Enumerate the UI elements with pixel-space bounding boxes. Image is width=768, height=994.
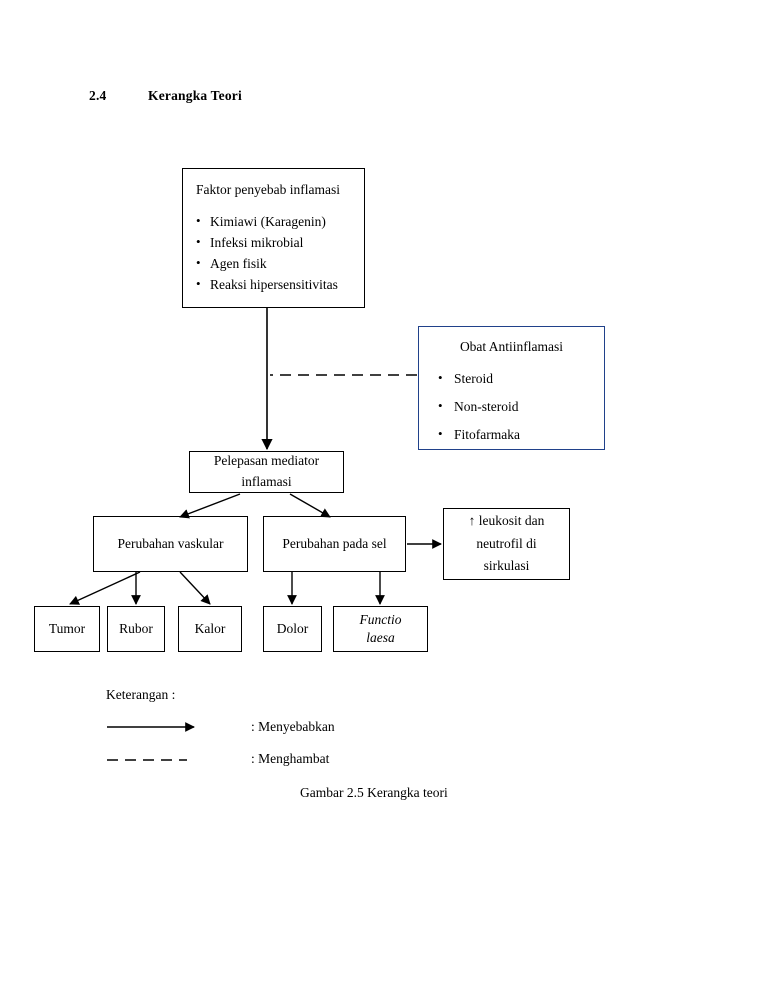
figure-caption: Gambar 2.5 Kerangka teori	[300, 785, 448, 800]
box-leuko-line3: sirkulasi	[483, 558, 530, 574]
list-item: Steroid	[438, 368, 604, 390]
list-item: Infeksi mikrobial	[196, 232, 364, 254]
box-vascular-label: Perubahan vaskular	[117, 535, 224, 551]
box-tumor: Tumor	[34, 606, 100, 652]
arrow-vascular-to-kalor	[179, 571, 211, 605]
legend-title: Keterangan :	[106, 687, 176, 702]
box-causes-title: Faktor penyebab inflamasi	[196, 182, 340, 197]
box-drugs-title: Obat Antiinflamasi	[459, 339, 564, 354]
box-kalor-label: Kalor	[194, 620, 226, 636]
box-causes-list: Kimiawi (Karagenin) Infeksi mikrobial Ag…	[196, 211, 364, 296]
legend-solid-meaning: : Menyebabkan	[251, 719, 335, 734]
box-leuko-text: ↑ leukosit dan neutrofil di sirkulasi	[469, 510, 545, 579]
box-kalor: Kalor	[178, 606, 242, 652]
box-tumor-label: Tumor	[48, 620, 86, 636]
box-pelepasan-mediator-inflamasi: Pelepasan mediator inflamasi	[189, 451, 344, 493]
box-leuko-line2: neutrofil di	[476, 535, 537, 551]
arrow-mediator-to-cell	[289, 493, 331, 518]
box-leukosit-neutrofil-sirkulasi: ↑ leukosit dan neutrofil di sirkulasi	[443, 508, 570, 580]
box-cell-label: Perubahan pada sel	[282, 535, 387, 551]
section-title: Kerangka Teori	[148, 88, 242, 103]
list-item: Reaksi hipersensitivitas	[196, 274, 364, 296]
box-obat-antiinflamasi: Obat Antiinflamasi Steroid Non-steroid F…	[418, 326, 605, 450]
box-leuko-line1: ↑ leukosit dan	[468, 512, 545, 528]
list-item: Non-steroid	[438, 396, 604, 418]
box-functio-text: Functio laesa	[360, 611, 402, 646]
box-perubahan-vaskular: Perubahan vaskular	[93, 516, 248, 572]
box-functio-line1: Functio	[359, 612, 402, 628]
box-functio-line2: laesa	[366, 630, 395, 645]
box-mediator-line1: Pelepasan mediator	[213, 453, 320, 469]
box-functio-laesa: Functio laesa	[333, 606, 428, 652]
box-dolor: Dolor	[263, 606, 322, 652]
arrow-mediator-to-vascular	[179, 493, 241, 519]
box-dolor-label: Dolor	[276, 620, 309, 636]
box-faktor-penyebab-inflamasi: Faktor penyebab inflamasi Kimiawi (Karag…	[182, 168, 365, 308]
box-drugs-list: Steroid Non-steroid Fitofarmaka	[419, 368, 604, 446]
box-rubor-label: Rubor	[119, 620, 153, 636]
box-rubor: Rubor	[107, 606, 165, 652]
box-mediator-text: Pelepasan mediator inflamasi	[214, 451, 319, 493]
legend-dashed-meaning: : Menghambat	[251, 751, 330, 766]
list-item: Fitofarmaka	[438, 424, 604, 446]
section-number: 2.4	[89, 88, 107, 103]
box-perubahan-pada-sel: Perubahan pada sel	[263, 516, 406, 572]
arrow-vascular-to-tumor	[69, 571, 141, 605]
list-item: Agen fisik	[196, 253, 364, 275]
section-heading: 2.4 Kerangka Teori	[89, 88, 242, 104]
list-item: Kimiawi (Karagenin)	[196, 211, 364, 233]
box-mediator-line2: inflamasi	[241, 474, 292, 489]
